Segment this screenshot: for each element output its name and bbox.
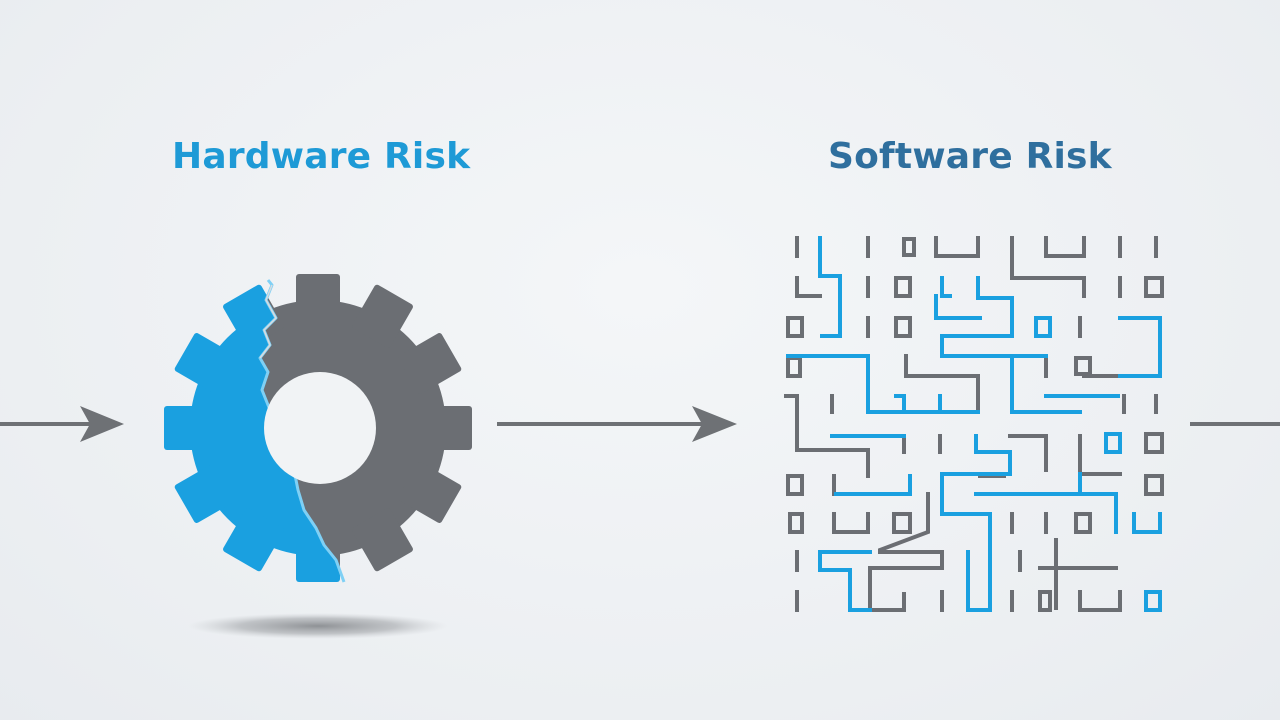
cracked-gear-icon: [164, 274, 472, 583]
hardware-risk-title: Hardware Risk: [172, 136, 471, 177]
arrow-middle-icon: [497, 406, 737, 442]
gear-shadow: [188, 613, 448, 639]
software-risk-title: Software Risk: [828, 136, 1112, 177]
arrow-left-icon: [0, 406, 124, 442]
circuit-maze-icon: [784, 236, 1164, 612]
